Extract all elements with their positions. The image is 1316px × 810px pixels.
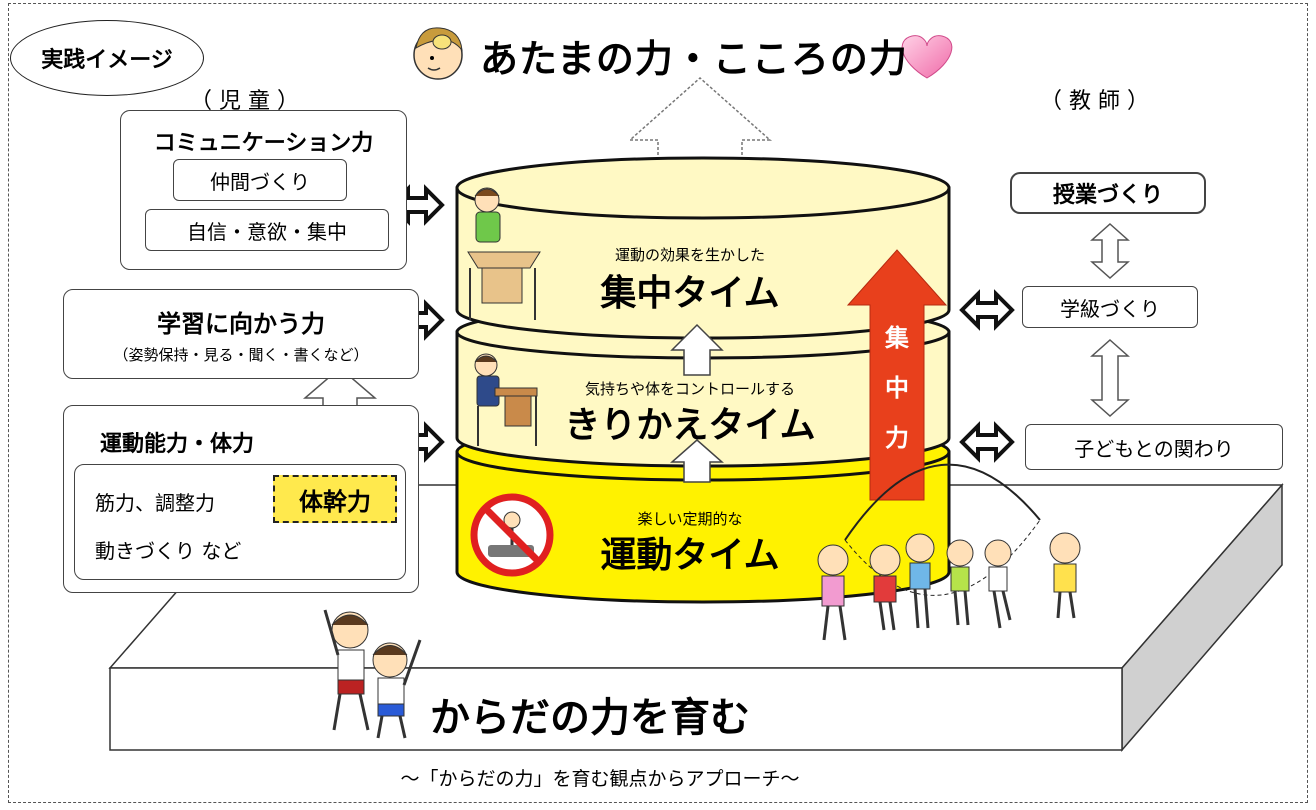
- tier-middle-title: きりかえタイム: [564, 405, 816, 446]
- focus-label-3: 力: [885, 424, 909, 452]
- student-sitting-illustration: [474, 353, 538, 446]
- motor-line1: 筋力、調整力: [95, 491, 215, 515]
- focus-label-2: 中: [885, 374, 909, 402]
- communication-box: コミュニケーション力 仲間づくり 自信・意欲・集中: [120, 110, 407, 270]
- tier-bottom-subtitle: 楽しい定期的な: [637, 510, 743, 528]
- tier-arrow-lower: [670, 439, 724, 483]
- learning-title: 学習に向かう力: [157, 310, 325, 338]
- dashed-frame: [8, 3, 1308, 803]
- child-heading: （ 児 童 ）: [190, 89, 299, 114]
- focus-arrow: [846, 249, 948, 501]
- teacher-vertical-arrows: [1090, 222, 1130, 418]
- jump-rope-kids-illustration: [817, 463, 1081, 641]
- motor-title: 運動能力・体力: [100, 432, 255, 457]
- child-relations-box: 子どもとの関わり: [1025, 424, 1283, 470]
- focus-label-1: 集: [885, 324, 909, 352]
- badge-label: 実践イメージ: [41, 48, 173, 73]
- head-icon: [413, 27, 463, 80]
- motor-inner-box: 筋力、調整力 体幹力 動きづくり など: [74, 464, 406, 580]
- tier-top-title: 集中タイム: [600, 273, 780, 314]
- motor-ability-box: 運動能力・体力 筋力、調整力 体幹力 動きづくり など: [63, 405, 419, 593]
- teacher-heading: （ 教 師 ）: [1040, 89, 1149, 114]
- page-title: あたまの力・こころの力: [480, 37, 908, 81]
- motor-line2: 動きづくり など: [95, 539, 242, 563]
- tier-arrow-upper: [670, 323, 724, 376]
- practice-image-badge: 実践イメージ: [10, 20, 204, 96]
- communication-title: コミュニケーション力: [153, 131, 374, 156]
- tier-top-subtitle: 運動の効果を生かした: [614, 246, 765, 264]
- lesson-making-box: 授業づくり: [1010, 172, 1206, 214]
- learning-attitude-box: 学習に向かう力 （姿勢保持・見る・聞く・書くなど）: [63, 289, 419, 379]
- communication-item-confidence: 自信・意欲・集中: [145, 209, 389, 251]
- right-double-arrows: [959, 289, 1015, 463]
- core-strength-highlight: 体幹力: [273, 475, 397, 523]
- footer-caption: ～「からだの力」を育む観点からアプローチ～: [400, 768, 800, 790]
- tier-middle-subtitle: 気持ちや体をコントロールする: [584, 380, 795, 398]
- student-writing-illustration: [467, 187, 541, 320]
- communication-item-peers: 仲間づくり: [173, 159, 347, 201]
- learning-subtitle: （姿勢保持・見る・聞く・書くなど）: [113, 346, 369, 364]
- heart-icon: [901, 35, 953, 79]
- platform-label: からだの力を育む: [430, 695, 750, 741]
- no-treadmill-sign: [470, 493, 554, 577]
- class-building-box: 学級づくり: [1022, 286, 1198, 328]
- tier-top: [455, 156, 951, 340]
- stretching-kids-illustration: [323, 609, 422, 739]
- tier-bottom-title: 運動タイム: [600, 535, 780, 576]
